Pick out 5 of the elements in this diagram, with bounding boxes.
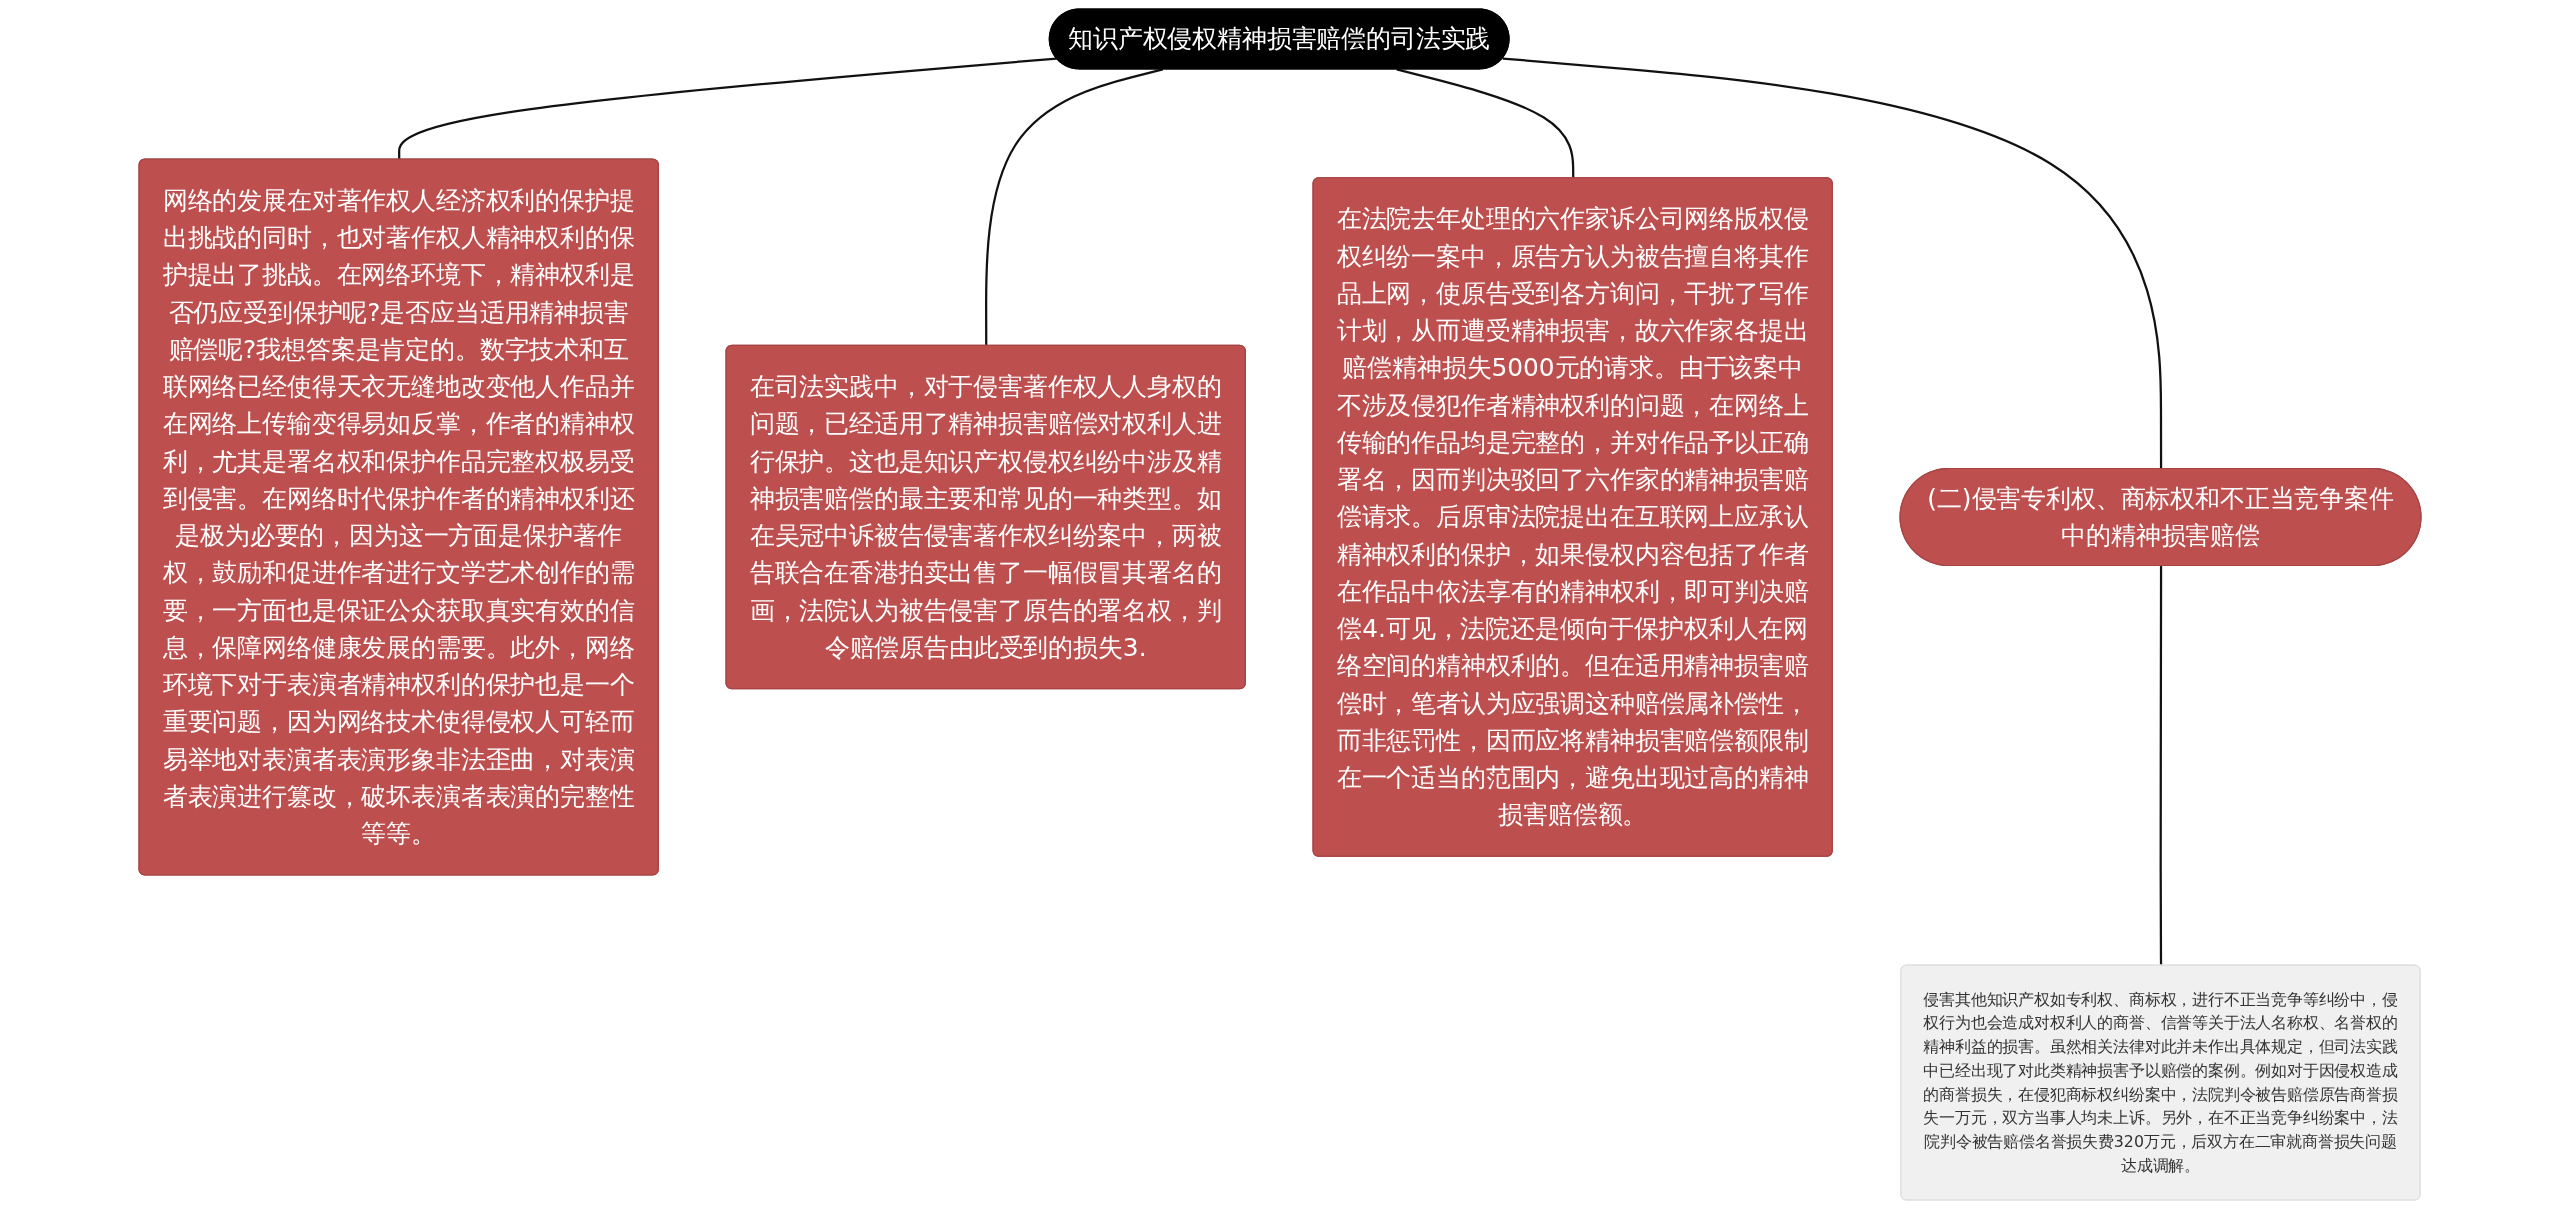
- connector: [1502, 57, 2163, 470]
- connector: [398, 57, 1057, 160]
- connector: [1396, 68, 1575, 179]
- connector: [2159, 566, 2163, 966]
- connector: [985, 68, 1164, 346]
